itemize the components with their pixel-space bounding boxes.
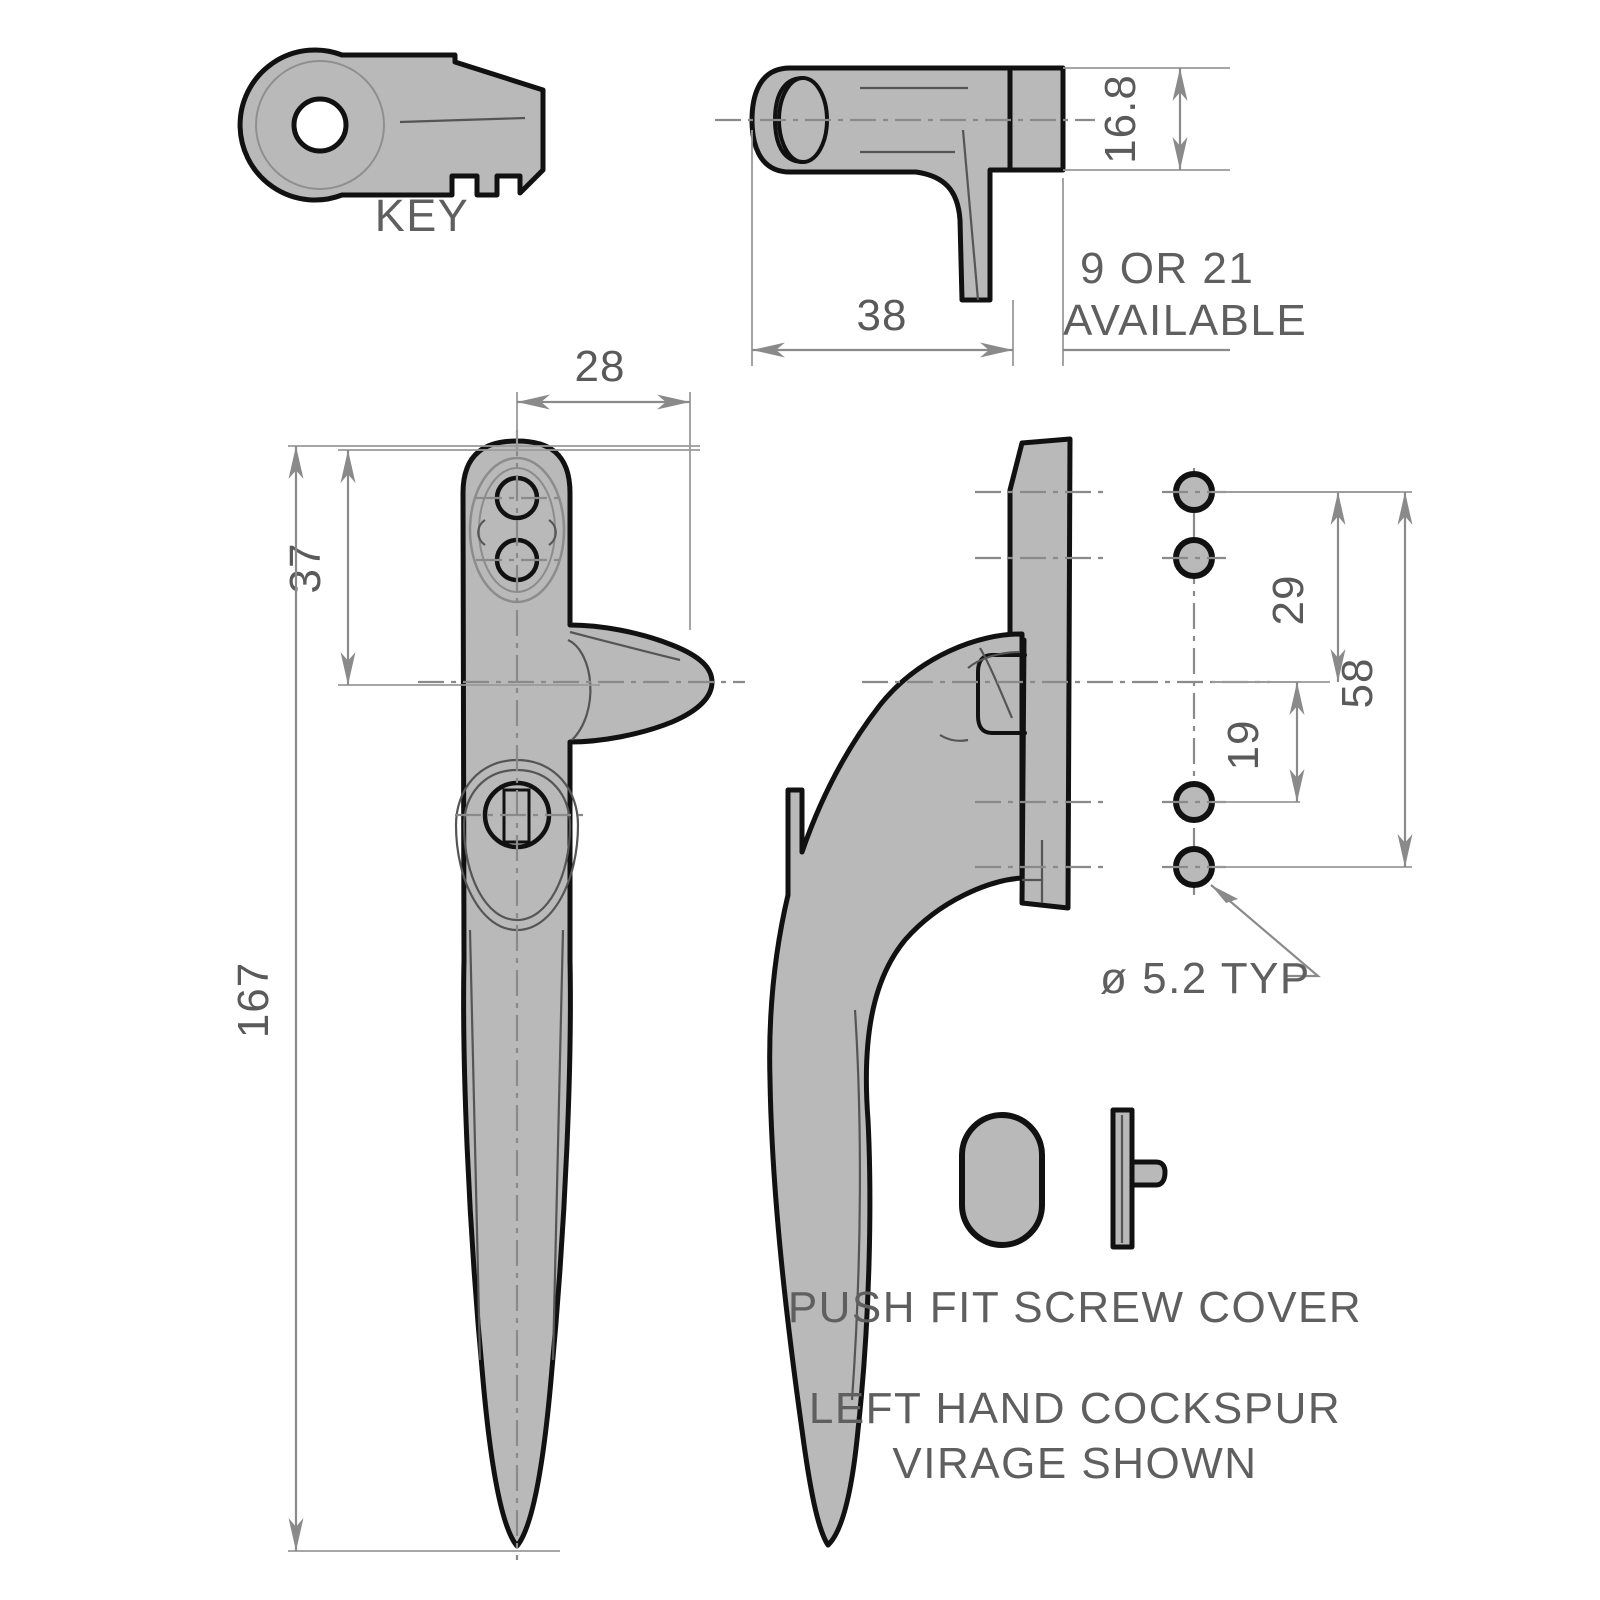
- dim-28: 28: [516, 342, 691, 630]
- key-blade-groove: [399, 116, 526, 124]
- handing-note-line1: LEFT HAND COCKSPUR: [809, 1384, 1341, 1433]
- rose-left-notch: [477, 519, 486, 546]
- lever-spur-crease: [961, 129, 980, 301]
- handle-front-outline: [460, 438, 715, 1549]
- dim-37-text: 37: [281, 543, 330, 594]
- dim-16-8-text: 16.8: [1096, 74, 1145, 164]
- fixing-hole-pattern: [1162, 468, 1226, 895]
- handing-note-line2: VIRAGE SHOWN: [892, 1439, 1257, 1488]
- lock-rose-outline-2: [462, 768, 572, 922]
- lever-wing-arc: [567, 639, 592, 741]
- dim-58-text: 58: [1333, 658, 1382, 709]
- dim-58: 58: [1212, 491, 1413, 868]
- handle-shaft-edge-right: [551, 929, 565, 1361]
- key-label: KEY: [375, 190, 470, 241]
- dim-38: 38: [751, 130, 1014, 366]
- dim-19-text: 19: [1219, 720, 1268, 771]
- dim-28-text: 28: [575, 342, 626, 391]
- screw-cover-front-face: [959, 1112, 1045, 1248]
- lever-wing-crease-upper: [569, 630, 681, 662]
- spindle-note-line2: AVAILABLE: [1063, 296, 1307, 345]
- handle-side-view: [767, 436, 1270, 1548]
- drawing-notes: PUSH FIT SCREW COVER LEFT HAND COCKSPUR …: [788, 1283, 1362, 1488]
- key-body-outline: [237, 47, 546, 203]
- side-body-outline: [767, 631, 1025, 1548]
- hole-diameter-note: ø 5.2 TYP: [1100, 884, 1321, 1003]
- side-body-crease-upper: [967, 650, 1021, 669]
- dim-16-8: 16.8: [1063, 67, 1230, 171]
- handle-front-view: [418, 430, 745, 1560]
- side-body-crease-lower: [939, 734, 969, 742]
- dim-167-text: 167: [229, 962, 278, 1038]
- side-nib-crease: [979, 647, 1014, 719]
- dim-19: 19: [1212, 681, 1305, 803]
- lever-plan-view: [715, 65, 1095, 303]
- screw-cover-push-peg: [1129, 1159, 1168, 1188]
- dim-167: 167: [229, 445, 700, 1552]
- side-tail-inner-edge: [850, 1009, 862, 1401]
- hole-note-arrowhead: [1211, 885, 1238, 903]
- dim-29-text: 29: [1264, 575, 1313, 626]
- key-view: KEY: [237, 47, 546, 241]
- screw-cover-label: PUSH FIT SCREW COVER: [788, 1283, 1362, 1332]
- key-bow-inner-ring: [255, 60, 385, 190]
- hole-note-leader: [1210, 884, 1321, 978]
- handle-shaft-edge-left: [468, 929, 482, 1361]
- side-spur-nib: [976, 653, 1027, 735]
- rose-right-notch: [548, 519, 557, 546]
- spindle-note: 9 OR 21 AVAILABLE: [1062, 178, 1307, 366]
- key-bow-hole: [291, 96, 349, 154]
- spindle-note-line1: 9 OR 21: [1080, 244, 1254, 293]
- dim-29: 29: [1212, 491, 1400, 683]
- dim-38-text: 38: [857, 291, 908, 340]
- hole-note-text: ø 5.2 TYP: [1100, 954, 1311, 1003]
- screw-cover-detail: [959, 1107, 1168, 1250]
- lever-plan-outline: [749, 65, 1013, 303]
